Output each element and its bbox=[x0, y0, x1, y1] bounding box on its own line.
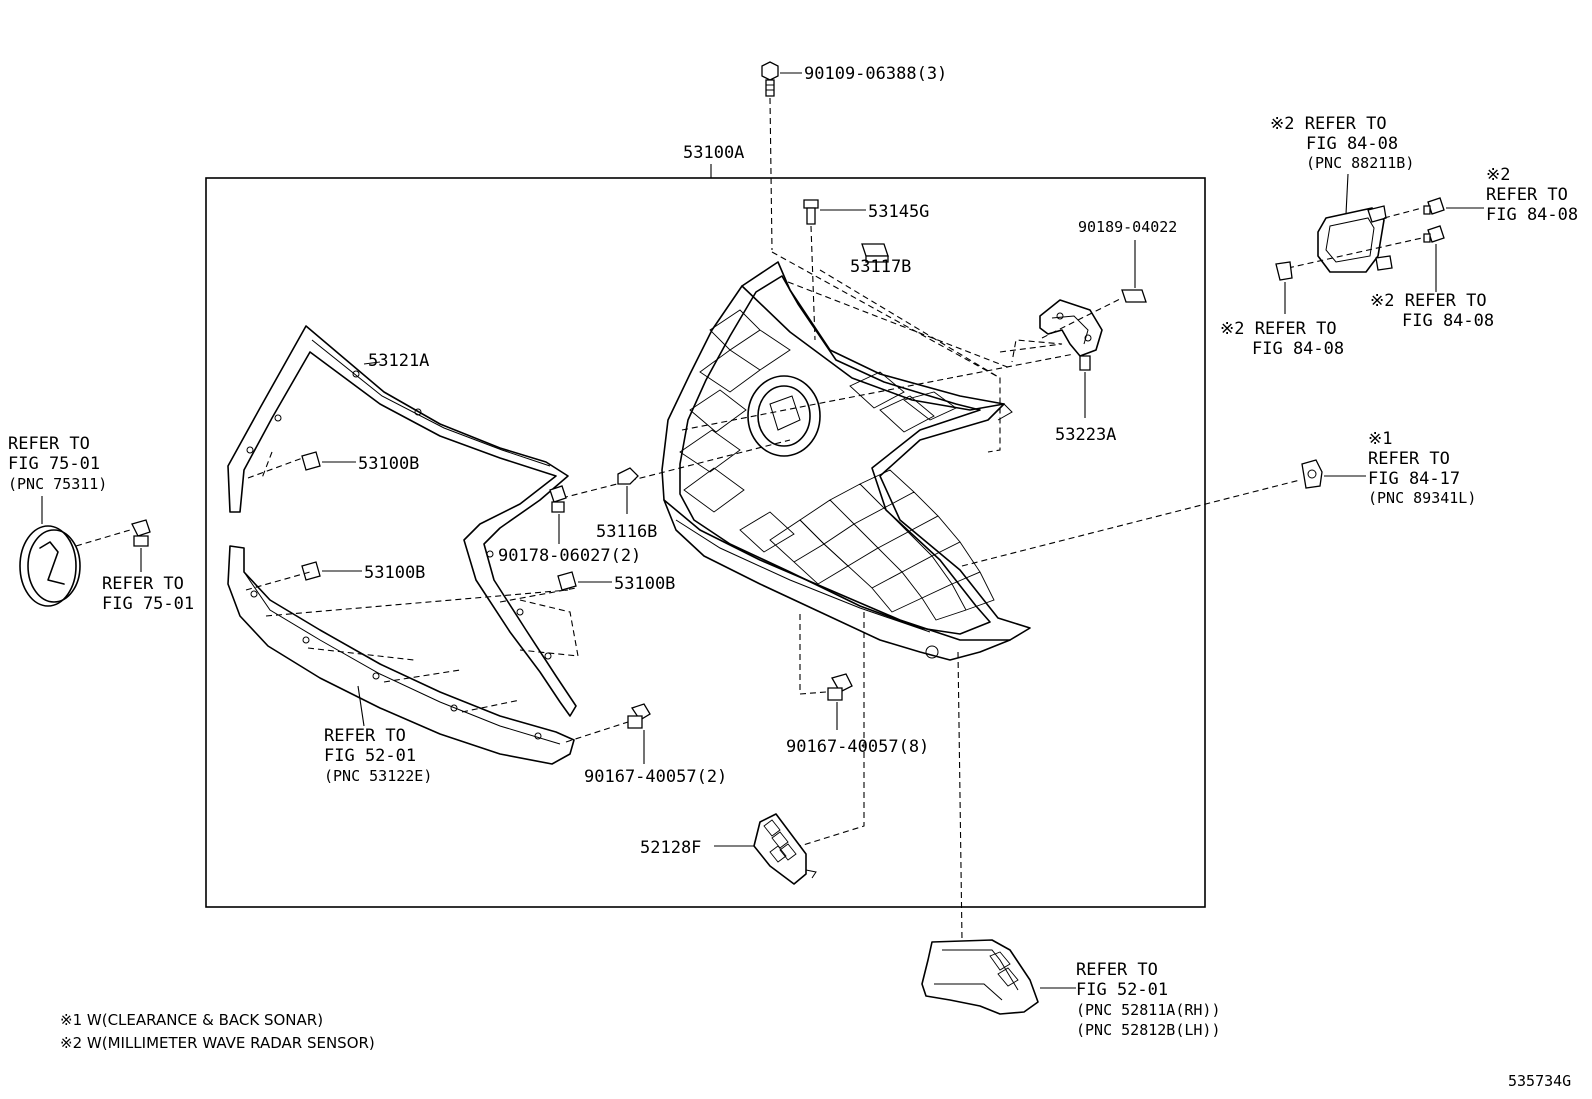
label-emblem-ref-1: REFER TO bbox=[8, 434, 90, 454]
diagram-id: 535734G bbox=[1508, 1072, 1571, 1090]
radar-bolt-2-icon bbox=[1423, 225, 1445, 243]
label-bracket-52128f: 52128F bbox=[640, 838, 701, 858]
clip-53100b-1-icon bbox=[301, 451, 321, 471]
label-radar-ref-right-top-1: ※2 bbox=[1486, 165, 1510, 185]
label-sonar-ref-3: FIG 84-17 bbox=[1368, 469, 1460, 489]
moulding-53121a-icon bbox=[227, 325, 577, 717]
label-lower-moulding-ref-1: REFER TO bbox=[324, 726, 406, 746]
radar-nut-icon bbox=[1275, 261, 1293, 281]
label-radar-ref-left-2: FIG 84-08 bbox=[1252, 339, 1344, 359]
label-sonar-ref-2: REFER TO bbox=[1368, 449, 1450, 469]
note-2: ※2 W(MILLIMETER WAVE RADAR SENSOR) bbox=[60, 1034, 375, 1052]
label-radar-ref-right-top-2: REFER TO bbox=[1486, 185, 1568, 205]
label-sonar-ref-1: ※1 bbox=[1368, 429, 1392, 449]
label-emblem-bolt-ref-2: FIG 75-01 bbox=[102, 594, 194, 614]
label-lower-moulding-ref-2: FIG 52-01 bbox=[324, 746, 416, 766]
label-bolt-top: 90109-06388(3) bbox=[804, 64, 947, 84]
screw-90178-icon bbox=[549, 485, 567, 513]
assembly-frame bbox=[205, 177, 1206, 908]
emblem-icon bbox=[19, 525, 81, 607]
label-lower-cover-ref-4: (PNC 52812B(LH)) bbox=[1076, 1021, 1221, 1039]
clip-53100b-2-icon bbox=[301, 561, 321, 581]
label-lower-cover-ref-2: FIG 52-01 bbox=[1076, 980, 1168, 1000]
label-clip-53100b-2: 53100B bbox=[364, 563, 425, 583]
nut-53116b-icon bbox=[617, 467, 639, 485]
label-screw-90178: 90178-06027(2) bbox=[498, 546, 641, 566]
label-retainer-53117b: 53117B bbox=[850, 257, 911, 277]
label-sonar-ref-4: (PNC 89341L) bbox=[1368, 489, 1476, 507]
clip-53100b-3-icon bbox=[557, 571, 577, 591]
label-clip-53100b-3: 53100B bbox=[614, 574, 675, 594]
label-radar-ref-left-1: ※2 REFER TO bbox=[1220, 319, 1337, 339]
retainer-53117b-icon bbox=[861, 243, 889, 263]
label-radar-ref-right-bottom-1: ※2 REFER TO bbox=[1370, 291, 1487, 311]
label-clip-53145g: 53145G bbox=[868, 202, 929, 222]
radiator-grille-icon bbox=[661, 261, 1031, 661]
label-nut-53116b: 53116B bbox=[596, 522, 657, 542]
label-emblem-ref-2: FIG 75-01 bbox=[8, 454, 100, 474]
label-emblem-ref-3: (PNC 75311) bbox=[8, 475, 107, 493]
label-radar-ref-top-3: (PNC 88211B) bbox=[1306, 154, 1414, 172]
label-emblem-bolt-ref-1: REFER TO bbox=[102, 574, 184, 594]
screw-90167-right-icon bbox=[827, 673, 853, 701]
nut-90189-icon bbox=[1121, 289, 1147, 303]
label-lower-moulding-ref-3: (PNC 53122E) bbox=[324, 767, 432, 785]
sonar-sensor-icon bbox=[1301, 459, 1323, 489]
label-lower-cover-ref-1: REFER TO bbox=[1076, 960, 1158, 980]
label-clip-53100b-1: 53100B bbox=[358, 454, 419, 474]
lower-cover-icon bbox=[921, 939, 1039, 1015]
emblem-bolt-icon bbox=[131, 519, 151, 547]
screw-90167-left-icon bbox=[627, 703, 651, 729]
bracket-52128f-icon bbox=[753, 813, 817, 885]
label-screw-90167-right: 90167-40057(8) bbox=[786, 737, 929, 757]
label-radar-ref-top-1: ※2 REFER TO bbox=[1270, 114, 1387, 134]
radar-bolt-1-icon bbox=[1423, 197, 1445, 215]
label-lower-cover-ref-3: (PNC 52811A(RH)) bbox=[1076, 1001, 1221, 1019]
clip-53145g-icon bbox=[803, 199, 819, 225]
radar-sensor-icon bbox=[1317, 205, 1393, 273]
label-moulding-53121a: 53121A bbox=[368, 351, 429, 371]
label-radar-ref-top-2: FIG 84-08 bbox=[1306, 134, 1398, 154]
label-bracket-53223a: 53223A bbox=[1055, 425, 1116, 445]
label-assembly: 53100A bbox=[683, 143, 744, 163]
label-screw-90167-left: 90167-40057(2) bbox=[584, 767, 727, 787]
label-radar-ref-right-top-3: FIG 84-08 bbox=[1486, 205, 1578, 225]
label-bracket-90189: 90189-04022 bbox=[1078, 218, 1177, 236]
bracket-53223a-icon bbox=[1039, 299, 1103, 371]
note-1: ※1 W(CLEARANCE & BACK SONAR) bbox=[60, 1011, 323, 1029]
lower-moulding-icon bbox=[227, 545, 575, 765]
bolt-top-icon bbox=[761, 61, 779, 97]
label-radar-ref-right-bottom-2: FIG 84-08 bbox=[1402, 311, 1494, 331]
